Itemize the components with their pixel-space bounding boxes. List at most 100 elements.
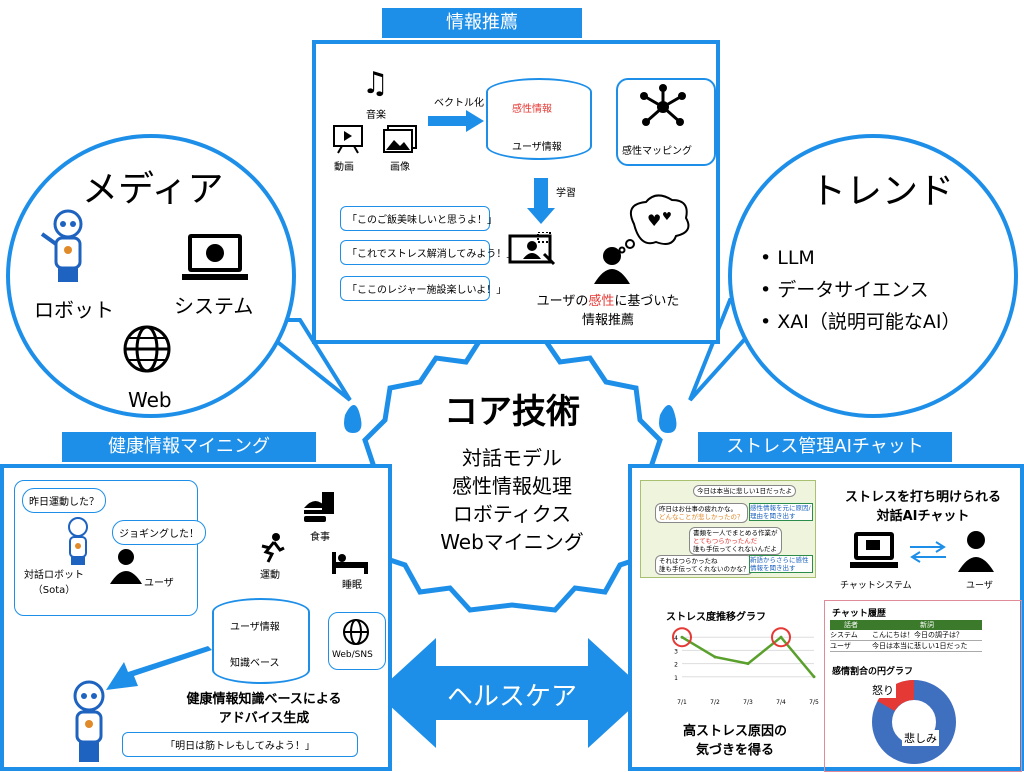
health-a1: ジョギングした！: [112, 520, 206, 545]
recommend-bubble-2: 「これでストレス解消してみよう！」: [340, 240, 516, 265]
robot-label: ロボット: [34, 298, 114, 322]
image-icon: [383, 125, 417, 153]
trend-item-datascience-text: データサイエンス: [777, 279, 929, 301]
history-head-speaker: 話者: [844, 621, 858, 629]
trend-item-llm-text: LLM: [777, 247, 815, 269]
stress-panel: 今日は本当に悲しい1日だったよ 昨日はお仕事の疲れかな。どんなことが悲しかったの…: [628, 464, 1024, 772]
network-icon: [640, 84, 686, 126]
health-robot-sub-text: （Sota）: [32, 585, 76, 596]
video-icon: [333, 125, 363, 154]
health-feedback-arrow: [106, 646, 212, 690]
health-robot-label-text: 対話ロボット: [24, 570, 84, 581]
y-tick-label: 1: [674, 675, 678, 682]
pie-anger-label: 怒り: [870, 682, 896, 698]
core-item-webmining: Webマイニング: [440, 530, 584, 554]
stress-chart-title: ストレス度推移グラフ: [666, 612, 766, 623]
image-label: 画像: [390, 162, 410, 173]
health-robot-label: 対話ロボット （Sota）: [22, 566, 86, 596]
recommend-bubble-1: 「このご飯美味しいと思うよ！」: [340, 206, 497, 231]
y-tick-label: 3: [674, 648, 678, 655]
core-item-dialogue: 対話モデル: [462, 446, 562, 470]
stress-point: [680, 635, 684, 639]
system-laptop-icon: [182, 234, 248, 280]
stress-point: [713, 655, 717, 659]
table-row: システム こんにちは！今日の調子は？: [830, 630, 982, 641]
websns-label: Web/SNS: [332, 650, 373, 660]
x-tick-label: 7/1: [677, 699, 687, 706]
chat-line-2b: どんなことが悲しかったの？: [659, 513, 744, 521]
health-panel: 昨日運動した？ ジョギングした！ 対話ロボット（Sota） ユーザ 食事 運動 …: [0, 464, 392, 771]
high-stress-highlight: [672, 627, 692, 648]
stress-user-label: ユーザ: [966, 581, 993, 591]
trend-item-xai-text: XAI（説明可能なAI）: [777, 311, 961, 333]
meal-label: 食事: [310, 532, 330, 543]
pie-sad-label: 悲しみ: [902, 730, 939, 746]
thinking-user-icon: ♥♥: [594, 194, 690, 284]
healthcare-label: ヘルスケア: [446, 682, 577, 712]
meal-icon: [304, 492, 334, 522]
chat-line-4a: それはつらかったね: [659, 557, 718, 565]
history-cell: ユーザ: [830, 642, 851, 650]
exercise-icon: [261, 533, 285, 563]
table-row: ユーザ 今日は本当に悲しい1日だった: [830, 641, 982, 652]
health-db-user: ユーザ情報: [230, 622, 280, 633]
x-tick-label: 7/3: [743, 699, 753, 706]
result-pre-text: ユーザの: [536, 294, 589, 309]
recommend-result: ユーザの感性に基づいた 情報推薦: [522, 290, 694, 328]
health-caption-2: アドバイス生成: [218, 711, 310, 726]
health-caption: 健康情報知識ベースによるアドバイス生成: [154, 688, 374, 726]
chat-system-laptop-icon: [850, 532, 898, 568]
chat-line-3: 書類を一人でまとめる作業がとてもつらかったんだ誰も手伝ってくれないんだよ: [689, 527, 782, 555]
sleep-label: 睡眠: [342, 580, 362, 591]
system-label: システム: [174, 294, 254, 318]
history-title: チャット履歴: [832, 609, 886, 619]
svg-text:♥: ♥: [647, 211, 661, 230]
stress-heading: ストレスを打ち明けられる対話AIチャット: [828, 486, 1018, 524]
music-icon: ♫: [362, 66, 389, 101]
exchange-arrows-icon: [910, 541, 946, 563]
sleep-icon: [332, 552, 368, 574]
advice-robot-icon: [73, 680, 105, 762]
chat-system-label: チャットシステム: [840, 581, 912, 591]
music-label: 音楽: [366, 110, 386, 121]
history-head-text: 新詞: [920, 621, 934, 629]
chat-note-4: 新語からさらに感性情報を聞き出す: [749, 555, 813, 573]
chat-line-2: 昨日はお仕事の疲れかな。どんなことが悲しかったの？: [655, 503, 748, 523]
pie-title: 感情割合の円グラフ: [832, 667, 914, 677]
stress-heading-2: 対話AIチャット: [876, 509, 970, 524]
trend-circle: トレンド • LLM • データサイエンス • XAI（説明可能なAI）: [728, 134, 1018, 418]
recommend-panel: ♫ 音楽 動画 画像 ベクトル化 感性情報 ユーザ情報 感性マッピング 学習 「…: [312, 40, 720, 344]
history-cell: システム: [830, 631, 858, 639]
trend-item-datascience: • データサイエンス: [760, 279, 929, 301]
chat-line-4b: 誰も手伝ってくれないのかな？: [659, 565, 750, 573]
stress-tag: ストレス管理AIチャット: [698, 432, 952, 462]
y-tick-label: 2: [674, 662, 678, 669]
chat-line-3a: 書類を一人でまとめる作業が: [693, 529, 778, 537]
stress-heading-1: ストレスを打ち明けられる: [844, 490, 1001, 505]
web-label: Web: [128, 388, 172, 412]
history-table: 話者 新詞 システム こんにちは！今日の調子は？ ユーザ 今日は本当に悲しい1日…: [830, 620, 982, 652]
chat-line-3c: 誰も手伝ってくれないんだよ: [693, 545, 777, 553]
web-globe-icon: [123, 325, 171, 373]
trend-item-llm: • LLM: [760, 247, 815, 269]
stress-caption: 高ストレス原因の気づきを得る: [650, 720, 820, 758]
emotion-donut-chart: [872, 680, 956, 764]
learn-arrow: [527, 178, 555, 224]
vectorize-arrow: [428, 110, 484, 132]
health-user-label: ユーザ: [144, 578, 174, 589]
trend-title: トレンド: [810, 171, 955, 212]
health-q1: 昨日運動した？: [22, 488, 106, 513]
result-em-text: 感性: [588, 294, 615, 309]
x-tick-label: 7/5: [809, 699, 819, 706]
recommend-bubble-3: 「ここのレジャー施設楽しいよ！」: [340, 276, 506, 301]
trend-item-xai: • XAI（説明可能なAI）: [760, 311, 961, 333]
core-item-kansei: 感性情報処理: [452, 474, 572, 498]
x-tick-label: 7/2: [710, 699, 720, 706]
media-circle: メディア ロボット システム Web: [6, 134, 296, 418]
x-tick-label: 7/4: [776, 699, 786, 706]
history-cell: こんにちは！今日の調子は？: [872, 631, 963, 639]
stress-point: [779, 635, 783, 639]
vectorize-label: ベクトル化: [434, 98, 484, 109]
history-cell: 今日は本当に悲しい1日だった: [872, 642, 968, 650]
healthcare-arrow: [376, 638, 648, 748]
